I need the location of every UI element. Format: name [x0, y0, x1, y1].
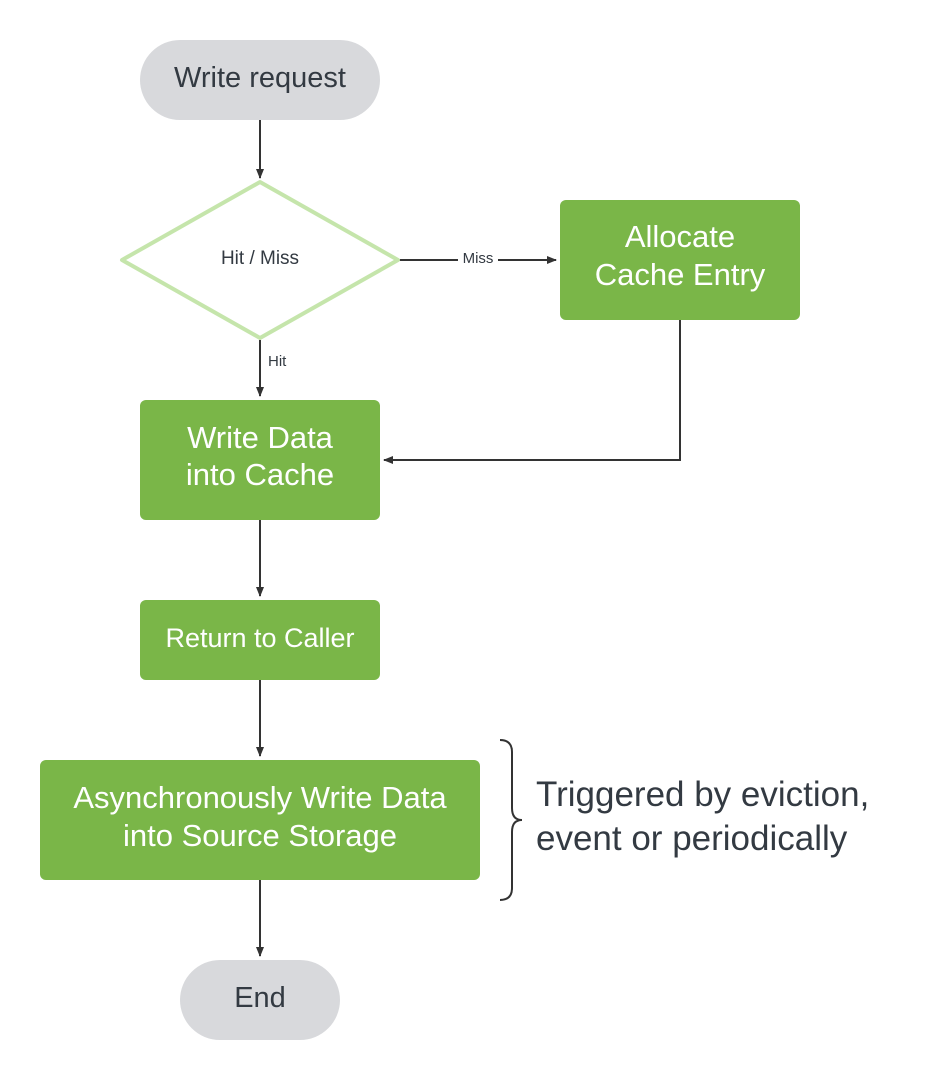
- return-label: Return to Caller: [165, 623, 354, 653]
- allocate-node: Allocate Cache Entry: [560, 200, 800, 320]
- write-cache-label-line2: into Cache: [186, 457, 334, 492]
- write-cache-shape: [140, 400, 380, 520]
- hit-label: Hit: [268, 353, 287, 370]
- miss-label: Miss: [463, 250, 494, 267]
- annotation-line1: Triggered by eviction,: [536, 775, 869, 814]
- return-shape: [140, 600, 380, 680]
- end-label: End: [234, 982, 286, 1014]
- decision-node: Hit / Miss: [120, 180, 400, 340]
- decision-label: Hit / Miss: [221, 248, 299, 269]
- write-cache-label-line1: Write Data: [187, 420, 334, 455]
- allocate-label-line2: Cache Entry: [595, 257, 766, 292]
- write-cache-node: Write Data into Cache: [140, 400, 380, 520]
- start-node: Write request: [140, 40, 380, 120]
- annotation-line2: event or periodically: [536, 819, 848, 858]
- end-shape: [180, 960, 340, 1040]
- start-shape: [140, 40, 380, 120]
- end-node: End: [180, 960, 340, 1040]
- allocate-shape: [560, 200, 800, 320]
- edges: Miss Hit: [256, 120, 681, 957]
- async-write-shape: [40, 760, 480, 880]
- start-label: Write request: [174, 62, 346, 94]
- annotation-brace: [499, 739, 523, 901]
- async-write-node: Asynchronously Write Data into Source St…: [40, 760, 480, 880]
- decision-shape: [120, 180, 400, 340]
- return-node: Return to Caller: [140, 600, 380, 680]
- annotation: Triggered by eviction, event or periodic…: [499, 739, 869, 901]
- async-write-label-line2: into Source Storage: [123, 818, 397, 853]
- async-write-label-line1: Asynchronously Write Data: [73, 780, 447, 815]
- edge-allocate-to-write-cache: [383, 320, 681, 464]
- miss-label-bg: [458, 249, 498, 269]
- allocate-label-line1: Allocate: [625, 219, 735, 254]
